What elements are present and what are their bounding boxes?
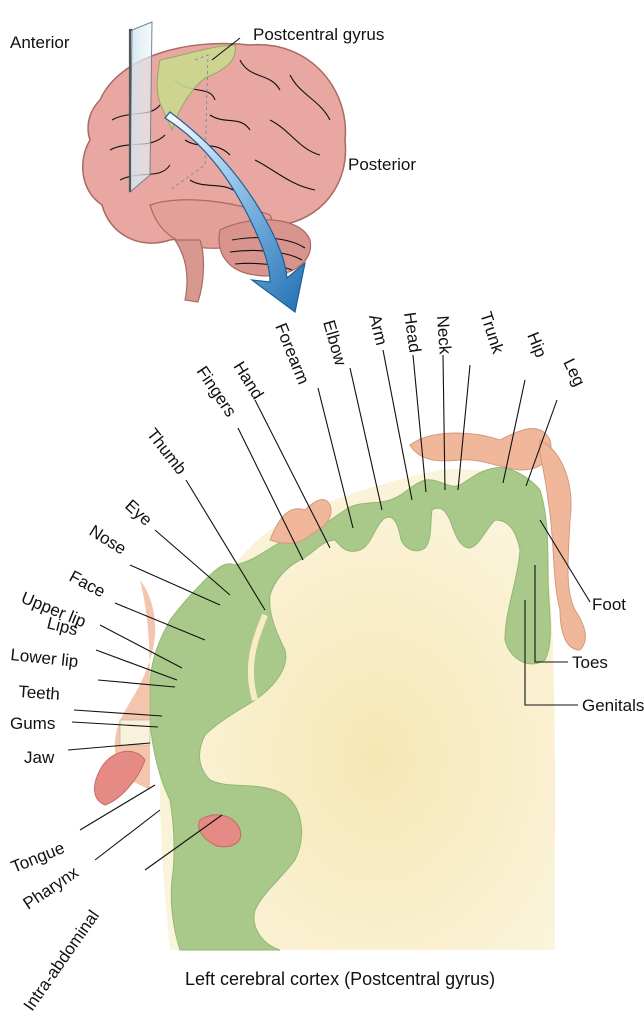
label-hand: Hand bbox=[230, 358, 268, 403]
label-face: Face bbox=[66, 567, 108, 602]
label-arm: Arm bbox=[365, 312, 391, 347]
label-leg: Leg bbox=[559, 355, 589, 389]
label-head: Head bbox=[400, 311, 424, 354]
cortex-cross-section bbox=[95, 428, 586, 950]
label-postcentral-gyrus: Postcentral gyrus bbox=[253, 25, 384, 44]
label-teeth: Teeth bbox=[18, 682, 61, 704]
label-foot: Foot bbox=[592, 595, 626, 614]
label-neck: Neck bbox=[433, 315, 455, 355]
label-gums: Gums bbox=[10, 714, 55, 733]
label-lower-lip: Lower lip bbox=[10, 645, 80, 671]
label-elbow: Elbow bbox=[319, 318, 350, 368]
homunculus-body bbox=[410, 428, 551, 470]
label-nose: Nose bbox=[86, 521, 130, 558]
label-trunk: Trunk bbox=[476, 309, 507, 356]
homunculus-teeth bbox=[120, 720, 150, 745]
label-thumb: Thumb bbox=[143, 425, 191, 478]
label-forearm: Forearm bbox=[271, 320, 313, 387]
label-genitals: Genitals bbox=[582, 696, 644, 715]
label-posterior: Posterior bbox=[348, 155, 416, 174]
figure-caption: Left cerebral cortex (Postcentral gyrus) bbox=[185, 969, 495, 989]
label-toes: Toes bbox=[572, 653, 608, 672]
brainstem bbox=[175, 240, 204, 302]
label-jaw: Jaw bbox=[24, 748, 55, 767]
section-plane bbox=[130, 22, 152, 192]
label-eye: Eye bbox=[121, 496, 155, 530]
label-anterior: Anterior bbox=[10, 33, 70, 52]
label-intra-abdominal: Intra-abdominal bbox=[20, 907, 103, 1015]
label-hip: Hip bbox=[523, 329, 550, 360]
